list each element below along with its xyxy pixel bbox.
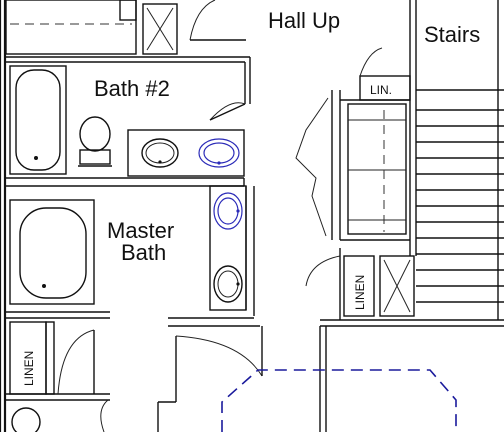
bath-2-label: Bath #2	[94, 76, 170, 101]
stair-treads-icon	[416, 0, 504, 320]
toilet-icon	[79, 116, 111, 165]
master-bath-label-line2: Bath	[121, 240, 166, 265]
door-swing-icon	[189, 0, 246, 41]
hall-core	[295, 0, 504, 432]
linen-right-label: LINEN	[353, 275, 367, 310]
toilet-icon	[11, 407, 41, 432]
linen-closet-left	[5, 321, 110, 432]
exterior-walls	[0, 0, 251, 432]
top-left-closet	[5, 0, 178, 55]
lin-label: LIN.	[370, 83, 392, 97]
sink-icon	[141, 138, 179, 168]
sink-icon	[213, 265, 243, 303]
door-swing-icon	[157, 326, 263, 432]
master-bath-label-line1: Master	[107, 218, 174, 243]
bath-2-room	[5, 65, 246, 187]
ceiling-feature-outline	[221, 369, 457, 432]
stairs-label: Stairs	[424, 22, 480, 47]
linen-left-label: LINEN	[22, 351, 36, 386]
master-bath-room	[5, 185, 260, 327]
sink-icon	[213, 192, 243, 230]
bathtub-icon	[19, 207, 87, 299]
sink-icon	[198, 138, 240, 168]
bathtub-icon	[15, 69, 61, 171]
hall-up-label: Hall Up	[268, 8, 340, 33]
